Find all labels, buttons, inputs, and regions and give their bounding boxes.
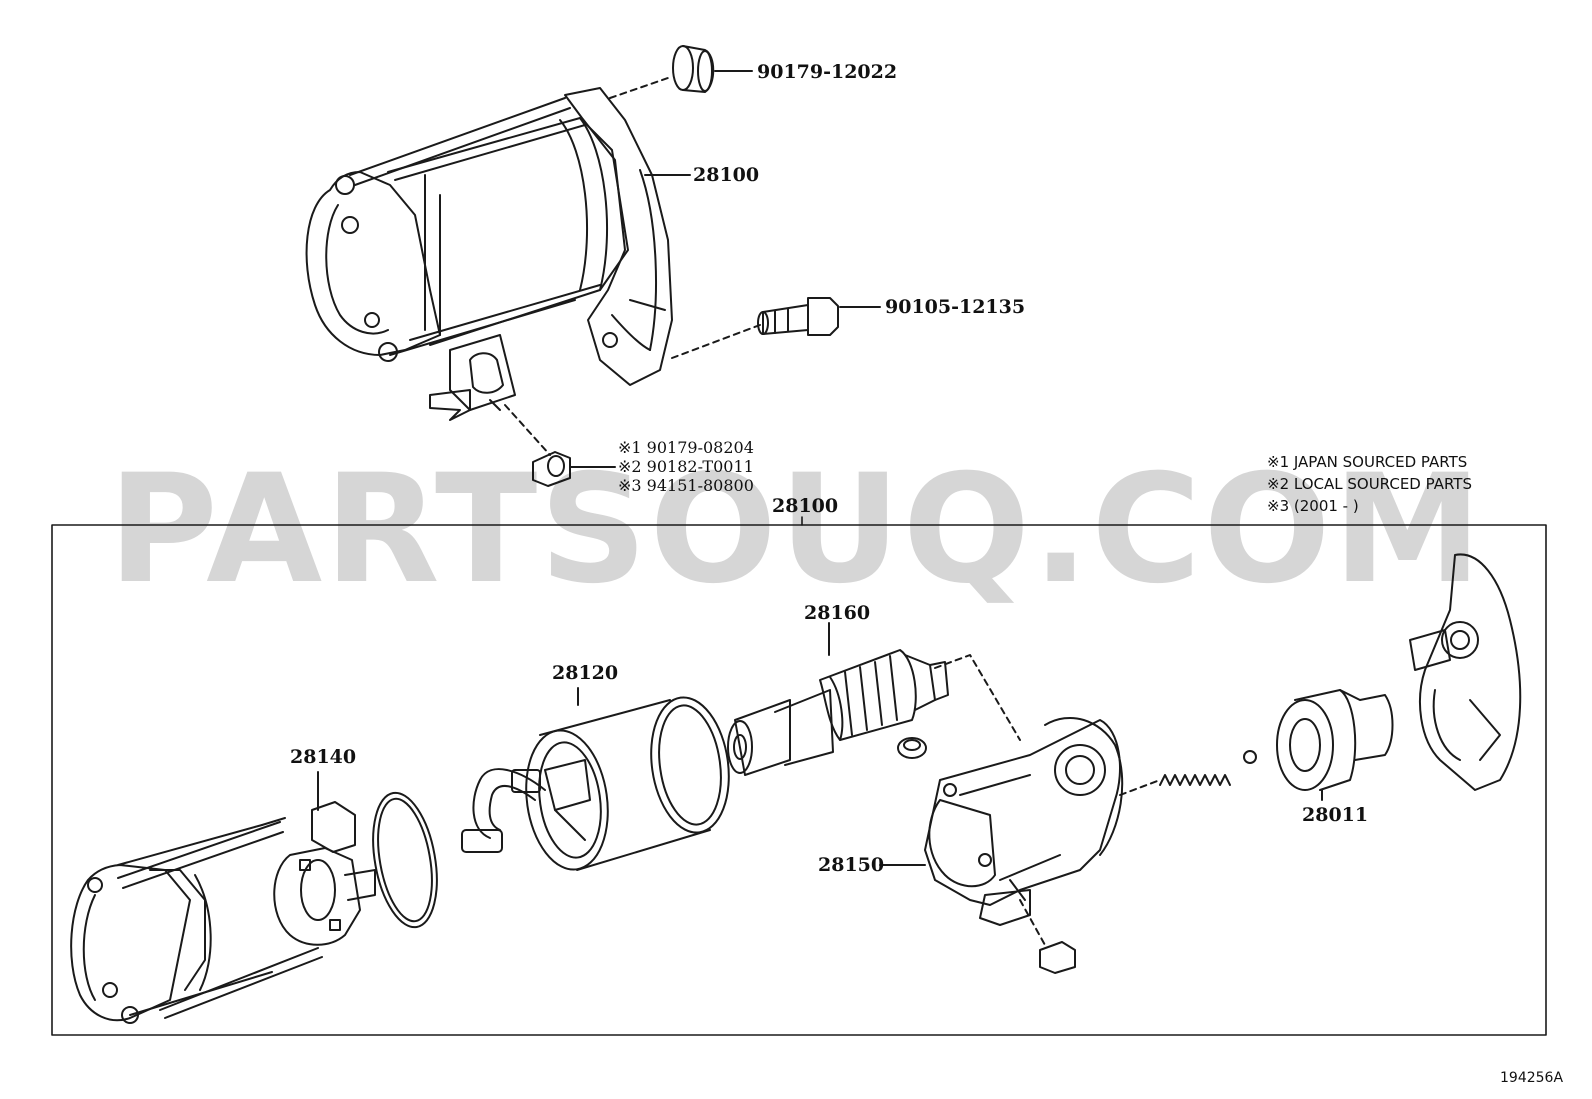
exploded-view-frame xyxy=(51,524,1547,1036)
top-starter-motor xyxy=(305,45,1076,974)
label-brush-holder: 28140 xyxy=(290,746,357,768)
label-field-frame: 28120 xyxy=(552,662,619,684)
field-frame xyxy=(461,696,730,871)
legend-line-2: ※2 LOCAL SOURCED PARTS xyxy=(1267,475,1472,493)
label-housing: 28150 xyxy=(818,854,885,876)
drive-end-frame xyxy=(1409,553,1522,791)
spring xyxy=(1159,750,1257,786)
label-bolt: 90105-12135 xyxy=(885,296,1026,318)
brush-holder xyxy=(273,801,376,946)
label-nut-ref-3: ※3 94151-80800 xyxy=(618,476,754,495)
clutch-gear xyxy=(1276,689,1394,791)
o-ring xyxy=(372,791,438,929)
label-clutch: 28011 xyxy=(1302,804,1369,826)
top-leader-lines xyxy=(504,70,881,468)
label-starter-top: 28100 xyxy=(693,164,760,186)
rear-housing xyxy=(70,817,323,1024)
label-starter-group: 28100 xyxy=(772,495,839,517)
small-bushing xyxy=(897,737,927,759)
label-bushing: 90179-12022 xyxy=(757,61,898,83)
exploded-leader-lines xyxy=(317,622,1323,946)
figure-number: 194256A xyxy=(1500,1070,1564,1086)
label-nut-ref-1: ※1 90179-08204 xyxy=(618,438,754,457)
armature xyxy=(727,649,949,776)
legend-line-1: ※1 JAPAN SOURCED PARTS xyxy=(1267,453,1468,471)
motor-housing xyxy=(924,716,1124,926)
label-armature: 28160 xyxy=(804,602,871,624)
watermark: PARTSOUQ.COM xyxy=(107,443,1485,617)
label-nut-ref-2: ※2 90182-T0011 xyxy=(618,457,754,476)
legend-line-3: ※3 (2001 - ) xyxy=(1267,497,1359,515)
